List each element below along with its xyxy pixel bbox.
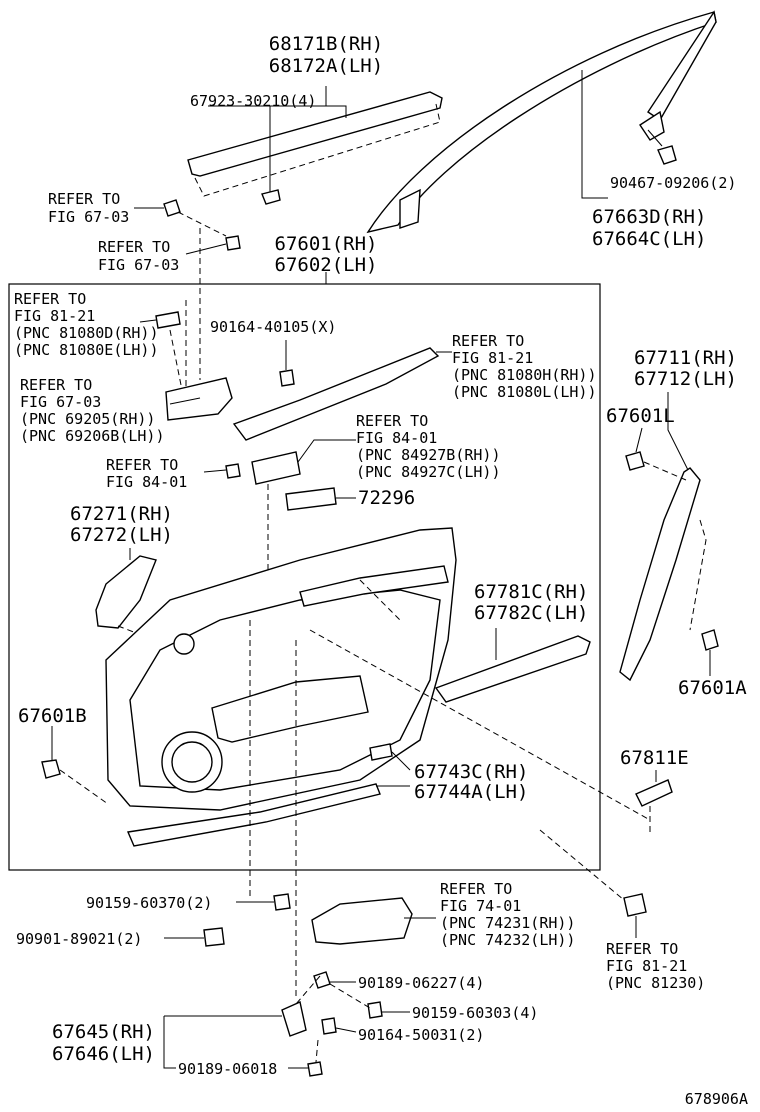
- label-cover-e: 67811E: [620, 747, 689, 769]
- switch-bezel-part: [285, 487, 337, 511]
- cap-89021-icon: [203, 927, 225, 947]
- lower-trim-clip-icon: [369, 743, 393, 761]
- screw-60370-icon: [273, 893, 291, 911]
- label-refer-8121-a-1: REFER TO: [14, 290, 86, 308]
- label-refer-6703-c-3: (PNC 69205(RH)): [20, 410, 155, 428]
- clip-40105-icon: [279, 369, 295, 387]
- label-refer-6703-a-1: REFER TO: [48, 190, 120, 208]
- label-lower-trim-rh: 67743C(RH): [414, 761, 528, 783]
- label-refer-6703-b-2: FIG 67-03: [98, 256, 179, 274]
- door-trim-board-part: [105, 527, 457, 811]
- label-refer-8121-b-1: REFER TO: [452, 332, 524, 350]
- lining-clip-l-icon: [625, 451, 645, 471]
- label-lining-clip-l: 67601L: [606, 405, 675, 427]
- board-clip-b-icon: [41, 759, 61, 779]
- label-weatherstrip-clip: 90467-09206(2): [610, 174, 736, 192]
- master-switch-part: [311, 897, 413, 945]
- label-refer-8401-a-4: (PNC 84927C(LH)): [356, 463, 501, 481]
- lamp-part-icon: [155, 311, 181, 329]
- label-lining-lh: 67712(LH): [634, 368, 737, 390]
- refer-clip-a-icon: [163, 199, 181, 217]
- label-clip-50031: 90164-50031(2): [358, 1026, 484, 1044]
- label-cap-89021: 90901-89021(2): [16, 930, 142, 948]
- label-trim-board-rh: 67601(RH): [275, 233, 378, 255]
- label-switch-bezel: 72296: [358, 487, 415, 509]
- label-bracket-lh: 67646(LH): [52, 1043, 155, 1065]
- cover-e-part: [635, 779, 673, 807]
- label-speaker-box-rh: 67271(RH): [70, 503, 173, 525]
- weatherstrip-clip-icon: [647, 129, 677, 165]
- label-board-clip-b: 67601B: [18, 705, 87, 727]
- label-refer-7401-4: (PNC 74232(LH)): [440, 931, 575, 949]
- label-refer-8121-c-3: (PNC 81230): [606, 974, 705, 992]
- lower-trim-part: [126, 783, 381, 847]
- refer-clip-b-icon: [225, 235, 241, 251]
- label-refer-8121-a-4: (PNC 81080E(LH)): [14, 341, 159, 359]
- label-refer-6703-a-2: FIG 67-03: [48, 208, 129, 226]
- belt-molding-part: [187, 91, 443, 205]
- label-weatherstrip-rh: 67663D(RH): [592, 206, 706, 228]
- lining-clip-a-icon: [701, 629, 719, 651]
- label-clip-x: 90164-40105(X): [210, 318, 336, 336]
- label-refer-8121-b-2: FIG 81-21: [452, 349, 533, 367]
- label-bracket-rh: 67645(RH): [52, 1021, 155, 1043]
- label-refer-7401-1: REFER TO: [440, 880, 512, 898]
- label-refer-7401-3: (PNC 74231(RH)): [440, 914, 575, 932]
- label-refer-8121-a-3: (PNC 81080D(RH)): [14, 324, 159, 342]
- label-lower-trim-lh: 67744A(LH): [414, 781, 528, 803]
- label-belt-molding-lh: 68172A(LH): [269, 55, 383, 77]
- molding-leaders: [208, 86, 347, 192]
- label-refer-8401-a-3: (PNC 84927B(RH)): [356, 446, 501, 464]
- lining-part: [619, 467, 707, 682]
- clip-50031-icon: [321, 1017, 337, 1035]
- label-lining-clip-a: 67601A: [678, 677, 747, 699]
- window-switch-part: [251, 451, 301, 485]
- door-trim-assembly-frame: [8, 283, 601, 871]
- label-screw-60370: 90159-60370(2): [86, 894, 212, 912]
- label-weatherstrip-lh: 67664C(LH): [592, 228, 706, 250]
- diagram-id-label: 678906A: [685, 1090, 748, 1108]
- label-refer-8401-b-1: REFER TO: [106, 456, 178, 474]
- label-trim-board-lh: 67602(LH): [275, 254, 378, 276]
- screw-60303-icon: [367, 1001, 383, 1019]
- label-nut-06018: 90189-06018: [178, 1060, 277, 1078]
- label-refer-8401-a-2: FIG 84-01: [356, 429, 437, 447]
- switch-clip-icon: [225, 463, 241, 479]
- label-lining-rh: 67711(RH): [634, 347, 737, 369]
- speaker-box-part: [95, 555, 157, 629]
- label-refer-6703-c-1: REFER TO: [20, 376, 92, 394]
- label-refer-8401-a-1: REFER TO: [356, 412, 428, 430]
- label-refer-6703-c-4: (PNC 69206B(LH)): [20, 427, 165, 445]
- label-nut-06227: 90189-06227(4): [358, 974, 484, 992]
- label-screw-60303: 90159-60303(4): [412, 1004, 538, 1022]
- upper-ornament-part: [232, 347, 440, 441]
- label-refer-6703-c-2: FIG 67-03: [20, 393, 101, 411]
- label-molding-screw: 67923-30210(4): [190, 92, 316, 110]
- label-refer-8121-a-2: FIG 81-21: [14, 307, 95, 325]
- label-armrest-ornament-rh: 67781C(RH): [474, 581, 588, 603]
- label-refer-8121-c-2: FIG 81-21: [606, 957, 687, 975]
- label-refer-8121-b-3: (PNC 81080H(RH)): [452, 366, 597, 384]
- inside-handle-part: [165, 377, 233, 421]
- label-refer-8401-b-2: FIG 84-01: [106, 473, 187, 491]
- trim-board-leaders: [59, 300, 651, 821]
- label-refer-6703-b-1: REFER TO: [98, 238, 170, 256]
- lamp-c-part: [623, 893, 647, 917]
- label-refer-7401-2: FIG 74-01: [440, 897, 521, 915]
- label-belt-molding-rh: 68171B(RH): [269, 33, 383, 55]
- label-armrest-ornament-lh: 67782C(LH): [474, 602, 588, 624]
- nut-06018-icon: [307, 1061, 323, 1077]
- armrest-ornament-part: [434, 635, 591, 703]
- weatherstrip-part: [366, 10, 717, 234]
- label-refer-8121-b-4: (PNC 81080L(LH)): [452, 383, 597, 401]
- bracket-part: [281, 1001, 307, 1037]
- label-refer-8121-c-1: REFER TO: [606, 940, 678, 958]
- label-speaker-box-lh: 67272(LH): [70, 524, 173, 546]
